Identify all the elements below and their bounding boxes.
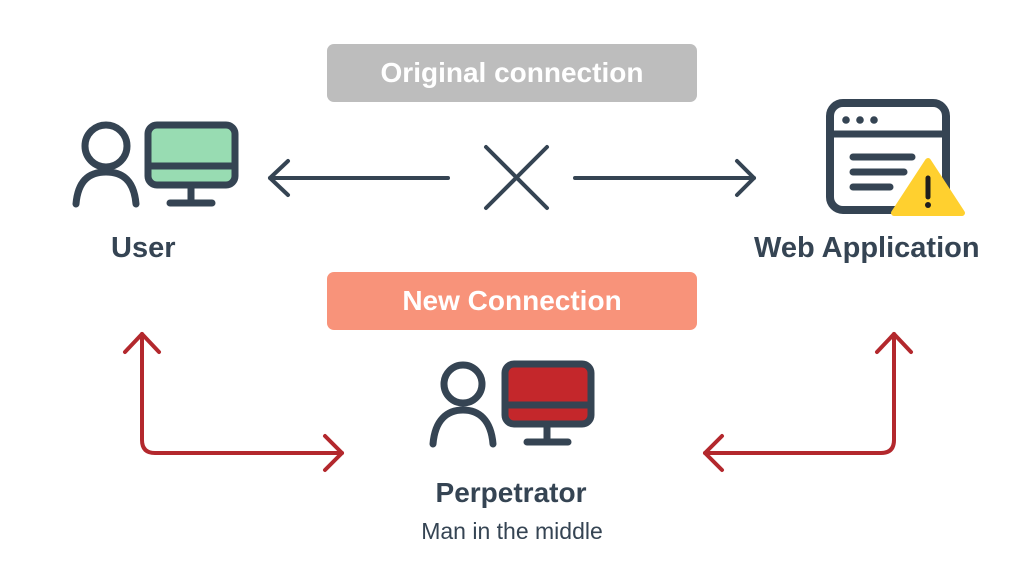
web-application-label: Web Application xyxy=(754,232,980,264)
perpetrator-label: Perpetrator xyxy=(0,477,1024,509)
attack-arrow-right xyxy=(703,332,913,472)
user-person-icon xyxy=(72,121,140,208)
perpetrator-person-icon xyxy=(429,361,497,448)
original-connection-label: Original connection xyxy=(327,44,697,102)
warning-icon xyxy=(891,158,965,216)
original-connection-left-arrow xyxy=(268,159,450,197)
x-mark-icon xyxy=(484,145,549,210)
user-label: User xyxy=(111,232,176,264)
perpetrator-label-text: Perpetrator xyxy=(435,477,587,508)
original-connection-right-arrow xyxy=(573,159,756,197)
new-connection-label: New Connection xyxy=(327,272,697,330)
perpetrator-subtitle: Man in the middle xyxy=(421,518,603,544)
user-monitor-icon xyxy=(144,121,239,207)
perpetrator-monitor-icon xyxy=(501,360,595,446)
browser-window-icon xyxy=(826,99,950,214)
attack-arrow-left xyxy=(123,332,344,472)
